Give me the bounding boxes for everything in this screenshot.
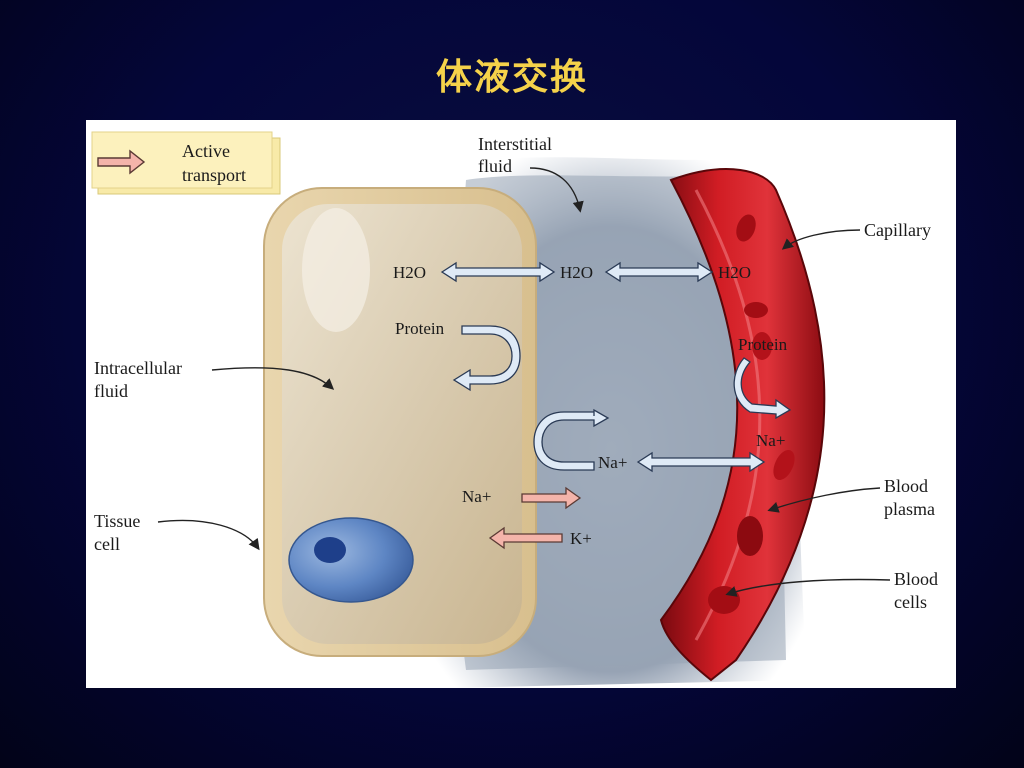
pointer-intracellular (211, 367, 335, 390)
label-cells-line2: cells (894, 592, 927, 612)
pointer-plasma (767, 487, 881, 513)
label-intracellular-line2: fluid (94, 381, 128, 401)
label-interstitial-line1: Interstitial (478, 134, 552, 154)
diagram-svg: Active transport Interstitial fluid Capi… (91, 131, 938, 688)
na-active-transport-arrow (521, 486, 582, 510)
label-plasma-line2: plasma (884, 499, 935, 519)
label-tissue-line2: cell (94, 534, 120, 554)
protein-cell-return-arrow (452, 325, 521, 392)
protein-cell-label: Protein (395, 319, 445, 338)
h2o-mid-label: H2O (560, 263, 593, 282)
capillary-vessel (659, 168, 826, 682)
fluid-exchange-diagram: Active transport Interstitial fluid Capi… (86, 120, 956, 688)
na-capillary-label: Na+ (756, 431, 785, 450)
legend-line2: transport (182, 165, 246, 185)
na-mid-label: Na+ (598, 453, 627, 472)
label-intracellular-line1: Intracellular (94, 358, 182, 378)
protein-capillary-label: Protein (738, 335, 788, 354)
cell-nucleus (288, 517, 414, 603)
slide-title: 体液交换 (435, 57, 588, 98)
label-plasma-line1: Blood (884, 476, 928, 496)
label-tissue-line1: Tissue (94, 511, 140, 531)
h2o-right-label: H2O (718, 263, 751, 282)
h2o-arrow-cell-interstitial (440, 261, 556, 283)
k-active-label: K+ (570, 529, 592, 548)
na-active-label: Na+ (462, 487, 491, 506)
protein-capillary-return-arrow (733, 357, 792, 420)
label-interstitial-line2: fluid (478, 156, 512, 176)
pointer-capillary (781, 229, 861, 250)
label-capillary: Capillary (864, 220, 931, 240)
k-active-transport-arrow (488, 526, 563, 550)
h2o-left-label: H2O (393, 263, 426, 282)
na-interstitial-return-arrow (533, 408, 610, 471)
h2o-arrow-interstitial-capillary (604, 261, 714, 283)
pointer-interstitial (529, 167, 584, 213)
legend-active-transport: Active transport (91, 131, 281, 195)
active-arrow-icon (97, 149, 146, 175)
na-arrow-interstitial-capillary (636, 451, 766, 473)
pointer-tissue (157, 519, 260, 551)
pointer-cells (725, 578, 891, 597)
legend-line1: Active (182, 141, 230, 161)
label-cells-line1: Blood (894, 569, 938, 589)
tissue-cell (263, 187, 537, 657)
